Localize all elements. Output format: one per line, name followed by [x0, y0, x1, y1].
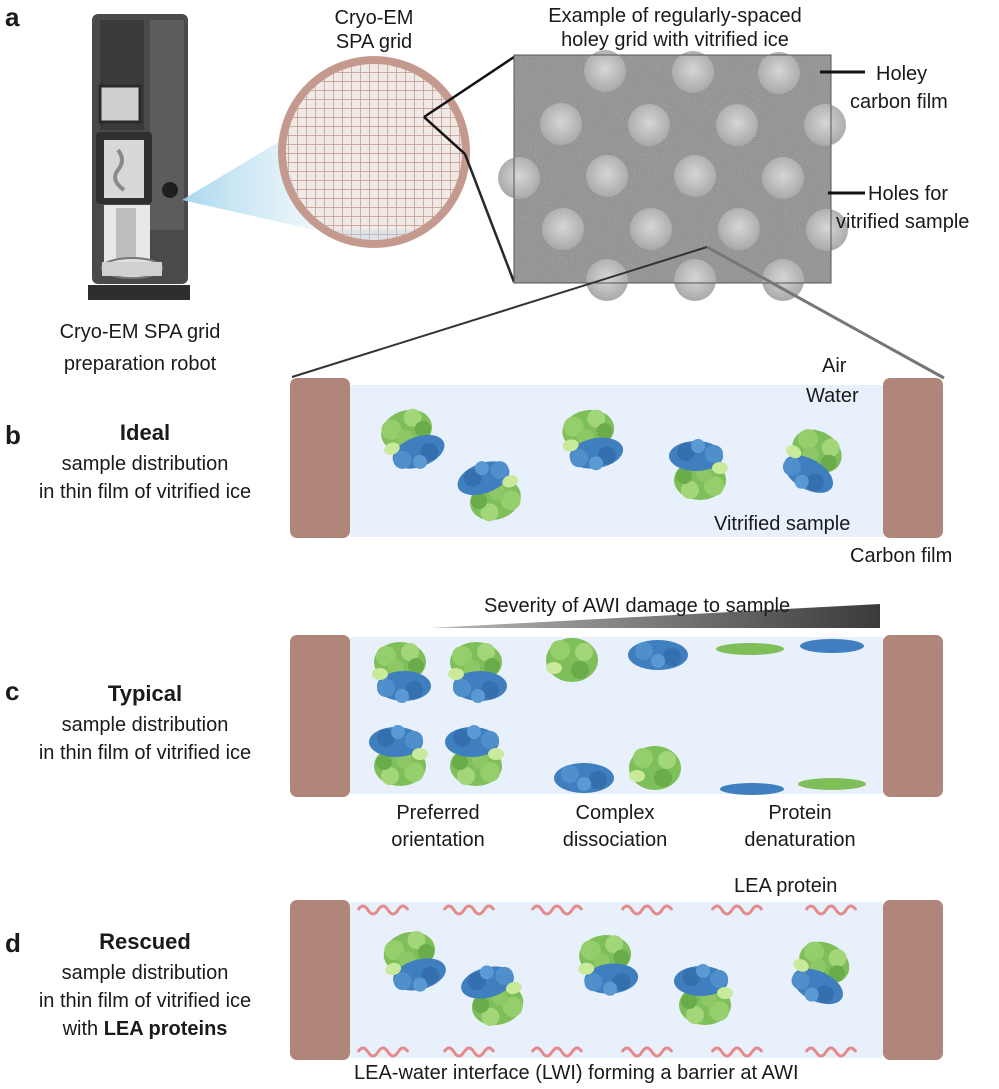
cryo-robot-illustration [88, 14, 190, 300]
spa-grid-disc [278, 56, 470, 248]
holes-line2: vitrified sample [836, 211, 970, 233]
ideal-line2: in thin film of vitrified ice [38, 481, 252, 503]
rescued-line3-prefix: with [62, 1018, 104, 1040]
grid-label-line1: Cryo-EM [334, 7, 414, 29]
example-line2: holey grid with vitrified ice [561, 29, 789, 51]
panel-label-d: d [5, 928, 21, 958]
vitrified-sample-label: Vitrified sample [714, 513, 851, 535]
panel-label-a: a [5, 2, 20, 32]
severity-wedge [430, 604, 880, 628]
rescued-line1: sample distribution [61, 962, 229, 984]
robot-label-line1: Cryo-EM SPA grid [59, 321, 221, 343]
air-label: Air [822, 355, 847, 377]
rescued-line2: in thin film of vitrified ice [38, 990, 252, 1012]
rescued-title: Rescued [99, 929, 191, 954]
rescued-line3-bold: LEA proteins [103, 1018, 228, 1040]
film-typical [290, 635, 943, 797]
panel-label-c: c [5, 676, 20, 706]
robot-label-line2: preparation robot [63, 353, 217, 375]
complex-line2: dissociation [562, 829, 668, 851]
complex-line1: Complex [575, 802, 655, 824]
ideal-line1: sample distribution [61, 453, 229, 475]
typical-line2: in thin film of vitrified ice [38, 742, 252, 764]
film-rescued [290, 900, 943, 1060]
preferred-line1: Preferred [396, 802, 480, 824]
typical-line1: sample distribution [61, 714, 229, 736]
panel-label-b: b [5, 420, 21, 450]
grid-label-line2: SPA grid [335, 31, 413, 53]
severity-label: Severity of AWI damage to sample [484, 595, 791, 617]
typical-title: Typical [107, 681, 183, 706]
holes-line1: Holes for [868, 183, 949, 205]
holey-grid-micrograph [498, 50, 848, 301]
protein-line1: Protein [768, 802, 832, 824]
protein-line2: denaturation [744, 829, 856, 851]
holey-line1: Holey [876, 63, 928, 85]
preferred-line2: orientation [391, 829, 485, 851]
ideal-title: Ideal [119, 420, 171, 445]
example-line1: Example of regularly-spaced [548, 5, 802, 27]
rescued-line3: with LEA proteins [20, 1017, 270, 1041]
lea-protein-label: LEA protein [734, 875, 838, 897]
film-ideal [290, 378, 943, 538]
holey-line2: carbon film [850, 91, 948, 113]
lwi-label: LEA-water interface (LWI) forming a barr… [354, 1062, 799, 1084]
carbon-film-label: Carbon film [850, 545, 953, 567]
water-label: Water [806, 385, 859, 407]
